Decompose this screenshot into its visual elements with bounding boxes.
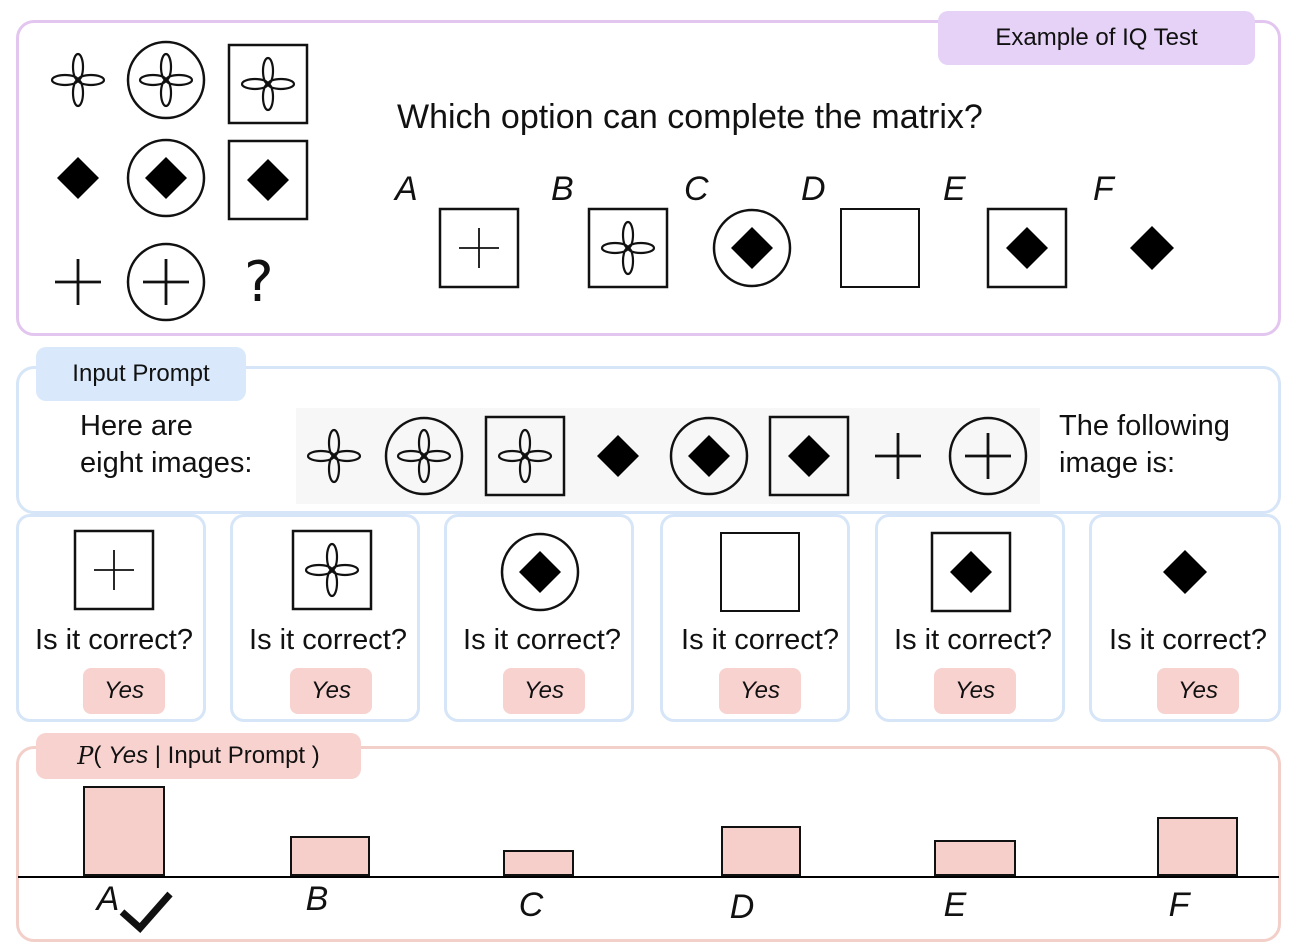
matrix-circle-flower	[124, 38, 208, 122]
card-b-question: Is it correct?	[249, 624, 407, 656]
option-letter-a: A	[395, 170, 418, 208]
matrix-plus	[36, 240, 120, 324]
input-prompt-tag: Input Prompt	[36, 347, 246, 401]
prompt-image-flower	[292, 414, 376, 498]
card-e-image	[929, 530, 1013, 614]
probability-tag-p: P	[77, 742, 94, 770]
iq-question: Which option can complete the matrix?	[397, 98, 983, 136]
prompt-image-square-flower	[483, 414, 567, 498]
x-label-a: A	[96, 880, 120, 918]
bar-f	[1157, 817, 1238, 876]
probability-panel	[16, 746, 1281, 942]
card-b-yes-button[interactable]: Yes	[290, 668, 372, 714]
prompt-right-text: The following image is:	[1059, 408, 1230, 482]
prompt-left-text: Here are eight images:	[80, 408, 253, 482]
checkmark-icon	[119, 891, 173, 933]
card-e-yes-button[interactable]: Yes	[934, 668, 1016, 714]
matrix-circle-plus	[124, 240, 208, 324]
option-d-empty-square	[838, 206, 922, 290]
prompt-image-circle-plus	[946, 414, 1030, 498]
option-f-diamond	[1110, 206, 1194, 290]
input-prompt-panel	[16, 366, 1281, 514]
card-d-image	[718, 530, 802, 614]
card-c-question: Is it correct?	[463, 624, 621, 656]
probability-tag: P( Yes | Input Prompt )	[36, 733, 361, 779]
card-a-question: Is it correct?	[35, 624, 193, 656]
candidate-card-e	[875, 514, 1065, 722]
x-label-c: C	[518, 886, 544, 924]
prompt-image-square-diamond	[767, 414, 851, 498]
option-b-square-flower	[586, 206, 670, 290]
option-letter-f: F	[1093, 170, 1114, 208]
x-label-f: F	[1168, 886, 1190, 924]
candidate-card-a	[16, 514, 206, 722]
bar-e	[934, 840, 1016, 876]
x-label-b: B	[305, 880, 329, 918]
chart-baseline	[18, 876, 1279, 878]
card-a-image	[72, 528, 156, 612]
probability-tag-rest: | Input Prompt )	[148, 742, 320, 769]
x-label-e: E	[943, 886, 967, 924]
prompt-image-plus	[856, 414, 940, 498]
probability-tag-yes: Yes	[108, 742, 149, 769]
candidate-card-b	[230, 514, 420, 722]
option-letter-c: C	[684, 170, 709, 208]
prompt-image-circle-diamond	[667, 414, 751, 498]
prompt-image-diamond	[576, 414, 660, 498]
card-e-question: Is it correct?	[894, 624, 1052, 656]
option-letter-b: B	[551, 170, 574, 208]
candidate-card-f	[1089, 514, 1281, 722]
card-a-yes-button[interactable]: Yes	[83, 668, 165, 714]
card-b-image	[290, 528, 374, 612]
iq-test-tag: Example of IQ Test	[938, 11, 1255, 65]
candidate-card-c	[444, 514, 634, 722]
probability-tag-open: (	[93, 742, 109, 769]
bar-c	[503, 850, 574, 876]
option-e-square-diamond	[985, 206, 1069, 290]
bar-b	[290, 836, 370, 876]
card-c-yes-button[interactable]: Yes	[503, 668, 585, 714]
matrix-diamond	[36, 136, 120, 220]
prompt-left-line2: eight images:	[80, 447, 253, 479]
option-letter-e: E	[943, 170, 966, 208]
bar-d	[721, 826, 801, 876]
option-a-square-plus	[437, 206, 521, 290]
matrix-circle-diamond	[124, 136, 208, 220]
bar-a	[83, 786, 165, 876]
matrix-square-flower	[226, 42, 310, 126]
matrix-question-mark: ?	[244, 250, 274, 315]
prompt-right-line1: The following	[1059, 410, 1230, 442]
card-d-yes-button[interactable]: Yes	[719, 668, 801, 714]
option-letter-d: D	[801, 170, 826, 208]
prompt-right-line2: image is:	[1059, 447, 1176, 479]
x-label-d: D	[729, 888, 755, 926]
card-f-image	[1143, 530, 1227, 614]
card-f-question: Is it correct?	[1109, 624, 1267, 656]
card-d-question: Is it correct?	[681, 624, 839, 656]
candidate-card-d	[660, 514, 850, 722]
prompt-image-circle-flower	[382, 414, 466, 498]
prompt-left-line1: Here are	[80, 410, 193, 442]
card-f-yes-button[interactable]: Yes	[1157, 668, 1239, 714]
card-c-image	[498, 530, 582, 614]
matrix-square-diamond	[226, 138, 310, 222]
matrix-flower	[36, 38, 120, 122]
iq-test-panel	[16, 20, 1281, 336]
option-c-circle-diamond	[710, 206, 794, 290]
